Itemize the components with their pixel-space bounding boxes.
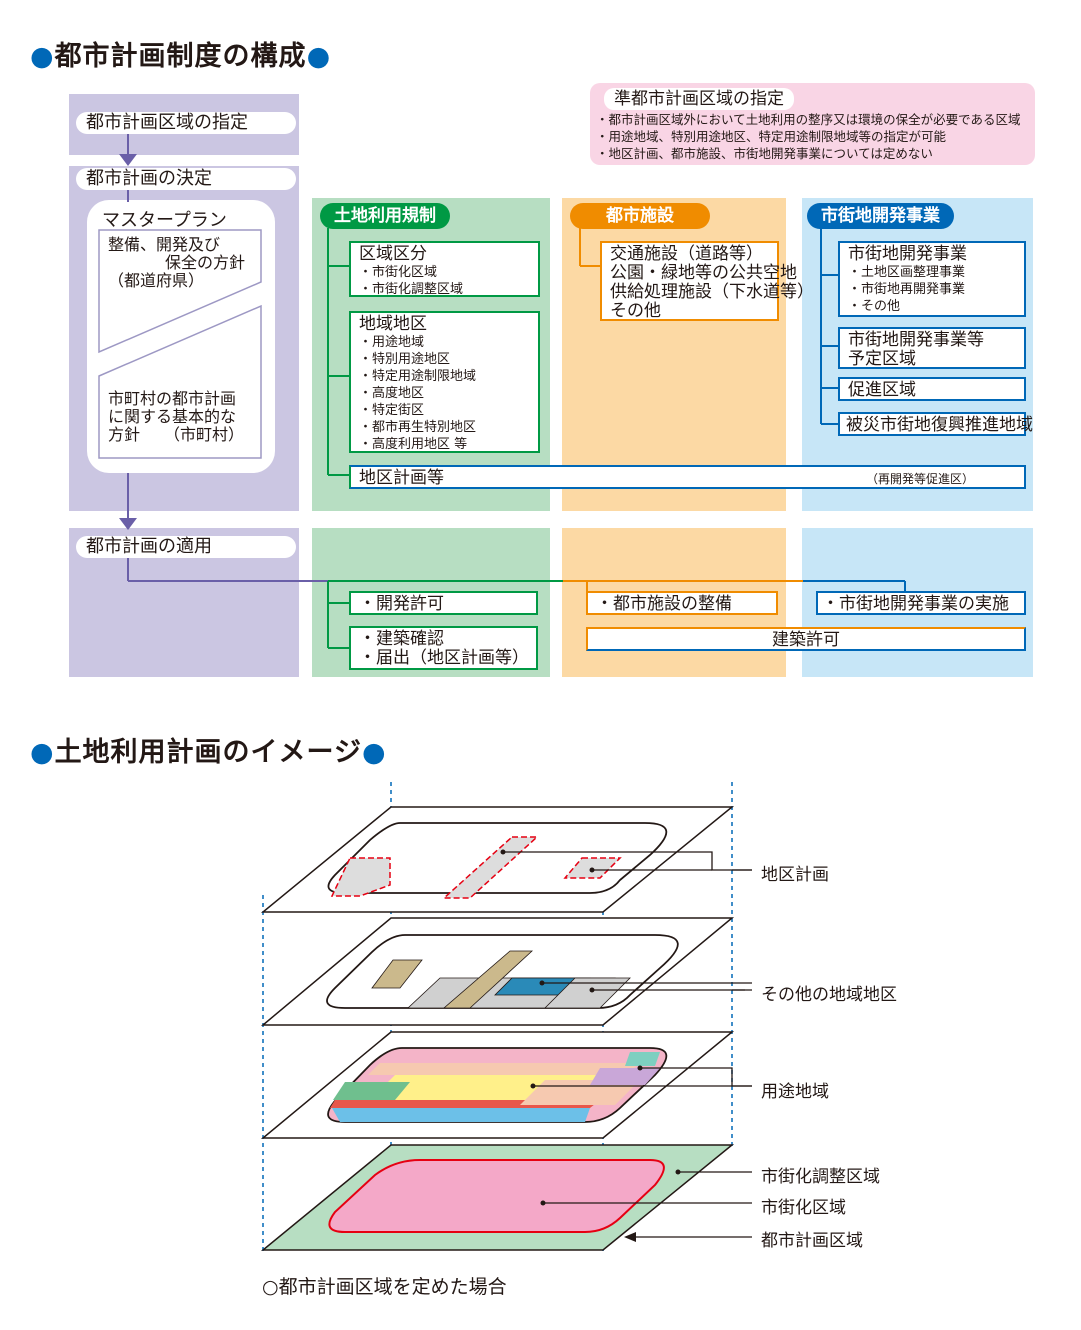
planned-area-box: 市街地開発事業等 予定区域 xyxy=(838,327,1026,369)
notification-text: ・届出（地区計画等） xyxy=(359,648,529,668)
label-use-zones: 用途地域 xyxy=(761,1082,829,1102)
zone-item: ・特定街区 xyxy=(359,403,425,418)
pref-policy: 整備、開発及び 保全の方針 （都道府県） xyxy=(108,236,245,290)
heading-structure: ●都市計画制度の構成● xyxy=(30,34,331,73)
muni-line: 市町村の都市計画 xyxy=(108,389,237,408)
area-division-item: ・市街化調整区域 xyxy=(359,282,464,297)
quasi-item: ・都市計画区域外において土地利用の整序又は環境の保全が必要である区域 xyxy=(596,112,1021,127)
zone-title: 地域地区 xyxy=(359,314,427,334)
area-division-box: 区域区分 ・市街化区域 ・市街化調整区域 xyxy=(349,241,540,297)
quasi-item: ・地区計画、都市施設、市街地開発事業については定めない xyxy=(596,146,933,161)
quasi-title: 準都市計画区域の指定 xyxy=(604,88,794,110)
muni-line: に関する基本的な xyxy=(108,407,237,426)
layer-planning-area xyxy=(260,1144,752,1251)
facility-maint-text: ・都市施設の整備 xyxy=(596,594,732,614)
district-plan-text: 地区計画等 xyxy=(359,468,444,488)
label-urbanization: 市街化区域 xyxy=(761,1198,846,1218)
label-other-zones: その他の地域地区 xyxy=(761,985,897,1005)
bullet-dot: ● xyxy=(362,737,387,768)
tag-facilities: 都市施設 xyxy=(570,203,710,229)
quasi-items: ・都市計画区域外において土地利用の整序又は環境の保全が必要である区域 ・用途地域… xyxy=(596,111,1021,162)
heading-landuse-text: 土地利用計画のイメージ xyxy=(54,737,363,768)
quasi-item: ・用途地域、特別用途地区、特定用途制限地域等の指定が可能 xyxy=(596,129,947,144)
application-label: 都市計画の適用 xyxy=(76,536,296,558)
facilities-item: 交通施設（道路等） xyxy=(610,244,763,264)
urban-project-box: 市街地開発事業 ・土地区画整理事業 ・市街地再開発事業 ・その他 xyxy=(838,241,1026,317)
zone-item: ・都市再生特別地区 xyxy=(359,420,477,435)
muni-line: 方針 （市町村） xyxy=(108,425,245,444)
landuse-layers xyxy=(260,782,752,1255)
disaster-text: 被災市街地復興推進地域 xyxy=(846,415,1033,435)
bullet-dot: ● xyxy=(30,737,55,768)
pref-line: 保全の方針 xyxy=(165,253,246,272)
pref-line: 整備、開発及び xyxy=(108,235,221,254)
district-plan-note: （再開発等促進区） xyxy=(865,472,974,486)
heading-landuse: ●土地利用計画のイメージ● xyxy=(30,730,387,769)
area-division-title: 区域区分 xyxy=(359,244,427,264)
layer-other-zones xyxy=(260,917,752,1026)
tag-urban-dev: 市街地開発事業 xyxy=(807,203,954,229)
layer-district-plan xyxy=(260,806,752,913)
promotion-box: 促進区域 xyxy=(838,377,1026,401)
facilities-item: 供給処理施設（下水道等） xyxy=(610,282,814,302)
zone-item: ・高度地区 xyxy=(359,386,425,401)
label-district-plan: 地区計画 xyxy=(761,865,829,885)
planned-area-line: 市街地開発事業等 xyxy=(848,330,984,350)
image-caption: ○都市計画区域を定めた場合 xyxy=(262,1276,507,1298)
implementation-box: ・市街地開発事業の実施 xyxy=(816,591,1026,615)
connector-lines xyxy=(119,134,906,649)
decision-label: 都市計画の決定 xyxy=(76,168,296,190)
layer-use-zones xyxy=(260,1031,752,1139)
planned-area-line: 予定区域 xyxy=(848,349,916,369)
bldg-confirm-box: ・建築確認 ・届出（地区計画等） xyxy=(349,626,538,670)
zone-box: 地域地区 ・用途地域 ・特別用途地区 ・特定用途制限地域 ・高度地区 ・特定街区… xyxy=(349,311,540,453)
promotion-text: 促進区域 xyxy=(848,380,916,400)
facility-maint-box: ・都市施設の整備 xyxy=(586,591,778,615)
urban-project-item: ・土地区画整理事業 xyxy=(848,265,966,280)
bldg-confirm-text: ・建築確認 xyxy=(359,629,444,649)
muni-policy: 市町村の都市計画 に関する基本的な 方針 （市町村） xyxy=(108,390,244,444)
disaster-box: 被災市街地復興推進地域 xyxy=(838,412,1033,436)
dev-permit-text: ・開発許可 xyxy=(359,594,444,614)
area-division-item: ・市街化区域 xyxy=(359,265,438,280)
label-planning-area: 都市計画区域 xyxy=(761,1231,863,1251)
facilities-box: 交通施設（道路等） 公園・緑地等の公共空地 供給処理施設（下水道等） その他 xyxy=(600,241,814,321)
zone-item: ・特別用途地区 xyxy=(359,352,451,367)
bullet-dot: ● xyxy=(30,41,55,72)
bullet-dot: ● xyxy=(306,41,332,72)
designation-label: 都市計画区域の指定 xyxy=(76,112,296,134)
master-plan-title: マスタープラン xyxy=(102,210,227,231)
district-plan-box: 地区計画等 （再開発等促進区） xyxy=(349,465,1026,489)
facilities-item: 公園・緑地等の公共空地 xyxy=(610,263,797,283)
dev-permit-box: ・開発許可 xyxy=(349,591,538,615)
zone-item: ・高度利用地区 等 xyxy=(359,437,468,452)
urban-project-item: ・その他 xyxy=(848,299,901,314)
urban-project-item: ・市街地再開発事業 xyxy=(848,282,966,297)
urban-project-title: 市街地開発事業 xyxy=(848,244,967,264)
master-plan-block xyxy=(87,200,275,473)
implementation-text: ・市街地開発事業の実施 xyxy=(822,594,1009,614)
pref-line: （都道府県） xyxy=(108,271,205,290)
master-plan-frames xyxy=(98,229,262,459)
facilities-item: その他 xyxy=(610,301,661,321)
heading-structure-text: 都市計画制度の構成 xyxy=(54,41,307,72)
zone-item: ・特定用途制限地域 xyxy=(359,369,477,384)
building-permit-box: 建築許可 xyxy=(586,627,1026,651)
tag-landuse: 土地利用規制 xyxy=(320,203,450,229)
label-urbanization-control: 市街化調整区域 xyxy=(761,1167,880,1187)
building-permit-text: 建築許可 xyxy=(772,630,840,650)
zone-item: ・用途地域 xyxy=(359,335,425,350)
